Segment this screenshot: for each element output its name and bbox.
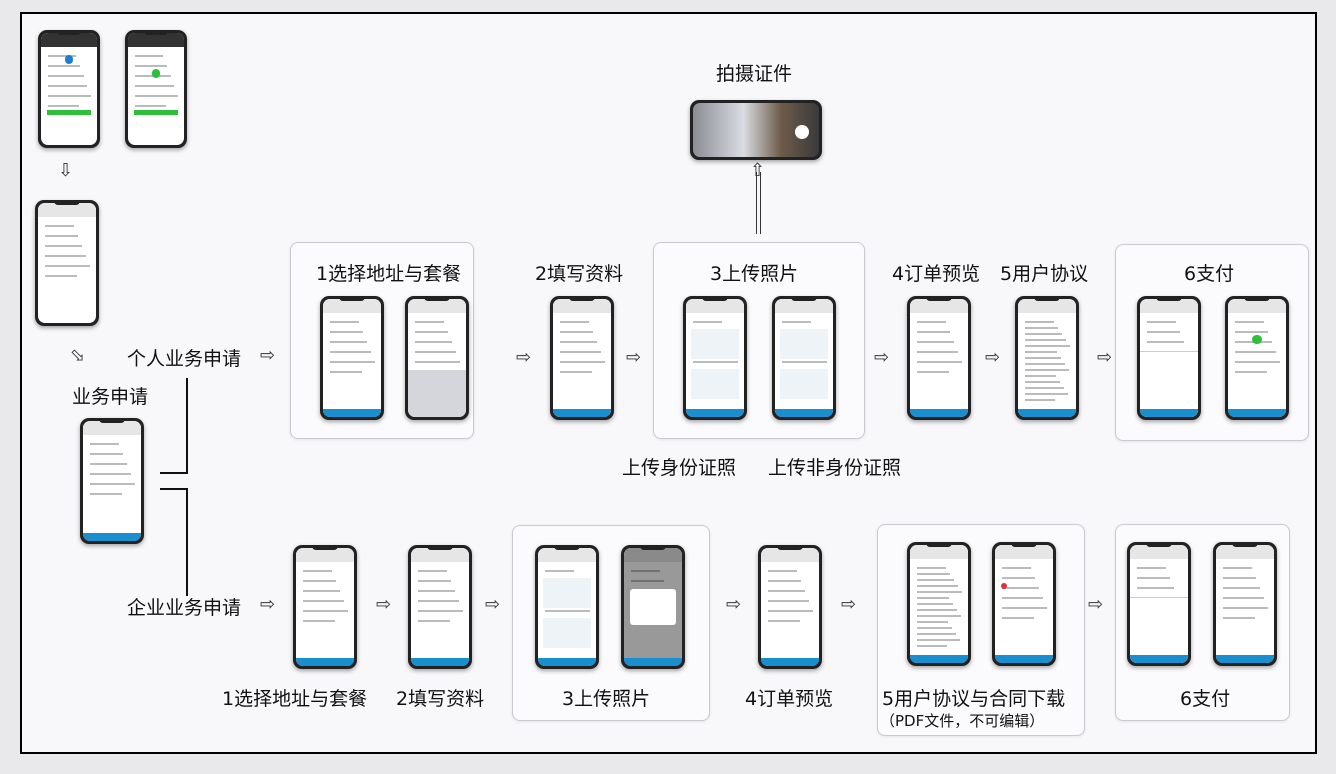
upload-id-label: 上传身份证照 [622, 457, 737, 479]
phone-screenshot [405, 296, 469, 420]
enterprise-step3-label: 3上传照片 [562, 688, 651, 710]
personal-step3-label: 3上传照片 [710, 263, 799, 285]
up-arrow-icon: ⇧ [750, 160, 766, 181]
business-application-label: 业务申请 [72, 386, 149, 408]
personal-application-label: 个人业务申请 [127, 348, 242, 370]
enterprise-step2-label: 2填写资料 [396, 688, 485, 710]
enterprise-step1-label: 1选择地址与套餐 [222, 688, 368, 710]
phone-screenshot [320, 296, 384, 420]
bracket-line [186, 488, 188, 596]
phone-screenshot [38, 30, 100, 148]
phone-screenshot [683, 296, 747, 420]
phone-screenshot [621, 545, 685, 669]
phone-screenshot [1137, 296, 1201, 420]
personal-step5-label: 5用户协议 [1000, 263, 1089, 285]
phone-screenshot [408, 545, 472, 669]
bracket-line [186, 378, 188, 474]
phone-screenshot [758, 545, 822, 669]
right-arrow-icon: ⇨ [376, 594, 392, 615]
capture-arrow-shaft [756, 172, 757, 234]
phone-screenshot [907, 542, 971, 666]
phone-screenshot [1213, 542, 1277, 666]
right-arrow-icon: ⇨ [726, 594, 742, 615]
phone-screenshot [1225, 296, 1289, 420]
enterprise-step6-label: 6支付 [1180, 688, 1231, 710]
right-arrow-icon: ⇨ [516, 347, 532, 368]
right-arrow-icon: ⇨ [985, 347, 1001, 368]
down-arrow-icon: ⇩ [58, 160, 74, 181]
phone-screenshot [992, 542, 1056, 666]
right-arrow-icon: ⇨ [260, 345, 276, 366]
diagonal-arrow-icon: ⬂ [70, 345, 86, 366]
right-arrow-icon: ⇨ [1088, 594, 1104, 615]
phone-screenshot [80, 418, 144, 544]
bracket-line [160, 472, 188, 474]
phone-screenshot [772, 296, 836, 420]
camera-capture-phone [690, 100, 822, 160]
phone-screenshot [907, 296, 971, 420]
enterprise-step5-label: 5用户协议与合同下载 [882, 688, 1066, 710]
enterprise-application-label: 企业业务申请 [127, 597, 242, 619]
phone-screenshot [1127, 542, 1191, 666]
phone-screenshot [35, 200, 99, 326]
personal-step4-label: 4订单预览 [892, 263, 981, 285]
upload-non-id-label: 上传非身份证照 [768, 457, 902, 479]
phone-screenshot [1015, 296, 1079, 420]
personal-step1-label: 1选择地址与套餐 [316, 263, 462, 285]
right-arrow-icon: ⇨ [485, 594, 501, 615]
personal-step6-label: 6支付 [1184, 263, 1235, 285]
enterprise-step4-label: 4订单预览 [745, 688, 834, 710]
phone-screenshot [125, 30, 187, 148]
bracket-line [160, 488, 188, 490]
right-arrow-icon: ⇨ [841, 594, 857, 615]
phone-screenshot [293, 545, 357, 669]
phone-screenshot [535, 545, 599, 669]
right-arrow-icon: ⇨ [1097, 347, 1113, 368]
phone-screenshot [550, 296, 614, 420]
capture-document-label: 拍摄证件 [716, 63, 793, 85]
right-arrow-icon: ⇨ [626, 347, 642, 368]
enterprise-step5-note: （PDF文件，不可编辑） [880, 712, 1045, 730]
right-arrow-icon: ⇨ [260, 594, 276, 615]
personal-step2-label: 2填写资料 [535, 263, 624, 285]
right-arrow-icon: ⇨ [874, 347, 890, 368]
